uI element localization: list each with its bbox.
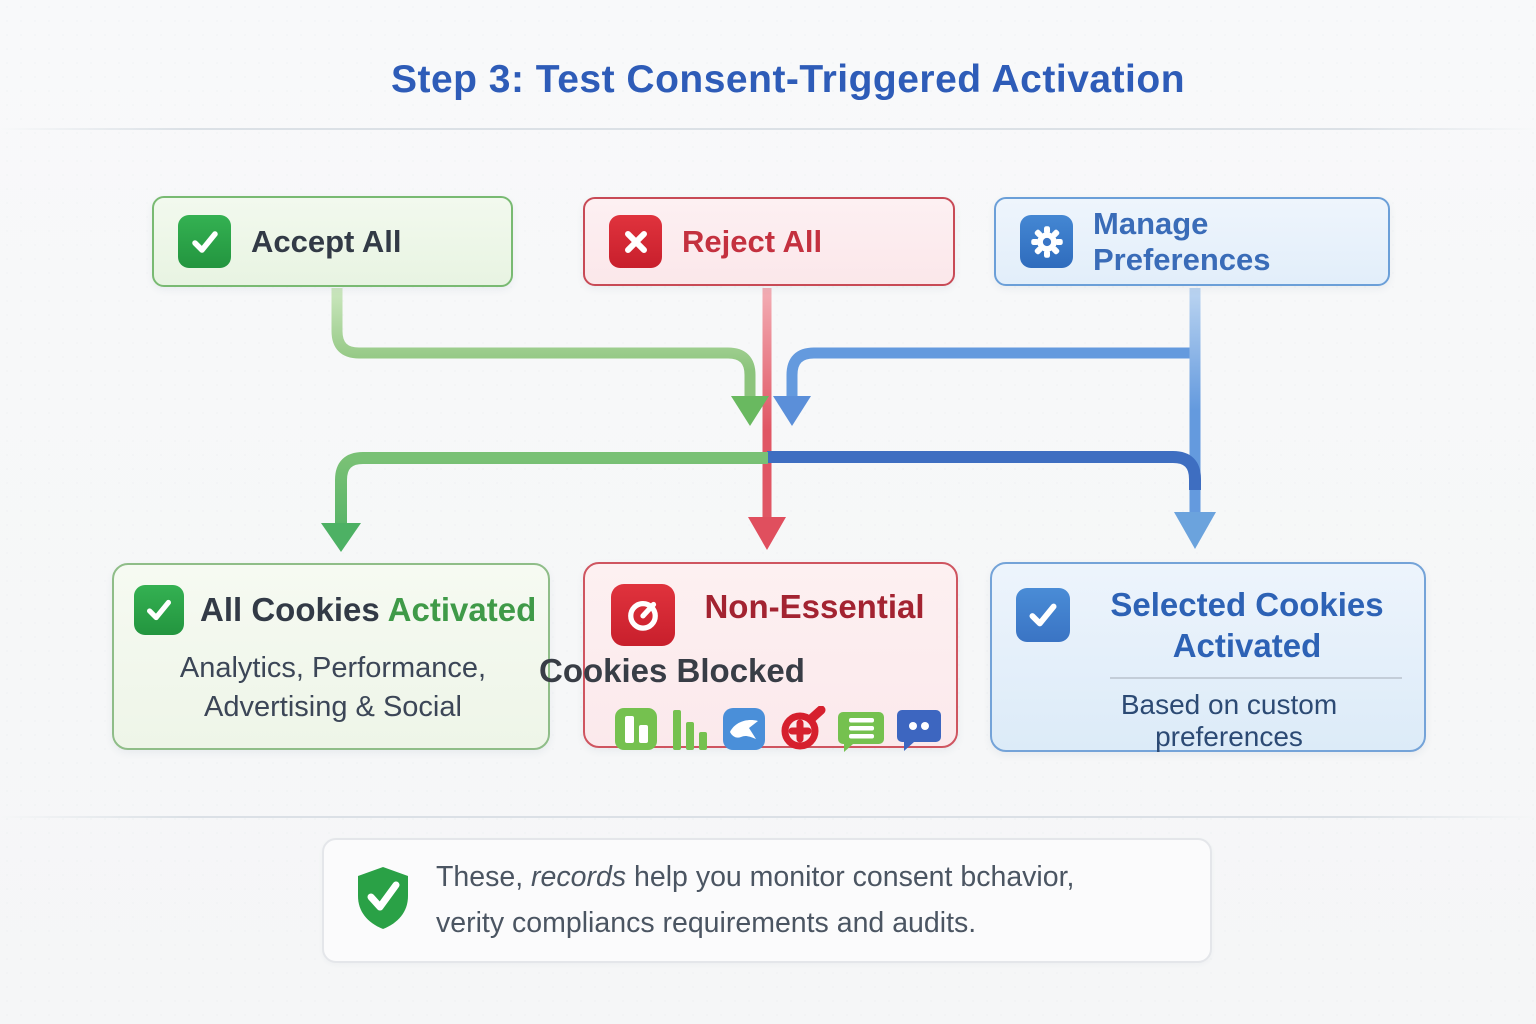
shield-check-icon xyxy=(354,865,412,936)
outcome-title: Selected Cookies Activated xyxy=(1088,584,1406,667)
check-square-icon xyxy=(1016,588,1070,642)
note-text: These, records help you monitor consent … xyxy=(436,855,1074,946)
card-divider xyxy=(1110,676,1402,679)
analytics-bars-icon xyxy=(613,706,659,757)
chat-lines-icon xyxy=(837,706,885,757)
subtitle-line2: Advertising & Social xyxy=(204,691,462,724)
ad-block-icon xyxy=(778,705,826,757)
all-cookies-activated-card: All Cookies Activated Analytics, Perform… xyxy=(112,563,550,750)
outcome-title-line2: Cookies Blocked xyxy=(539,652,805,689)
accept-all-label: Accept All xyxy=(251,223,402,259)
manage-preferences-label: Manage Preferences xyxy=(1093,205,1271,277)
reject-all-button[interactable]: Reject All xyxy=(583,197,955,286)
note-line1-post: help you monitor consent bchavior, xyxy=(626,860,1075,893)
outcome-title-line1: Non-Essential xyxy=(704,588,925,625)
note-line1-italic: records xyxy=(531,860,627,893)
outcome-subtitle: Based on custom preferences xyxy=(1120,688,1338,752)
subtitle-line1: Analytics, Performance, xyxy=(179,652,487,684)
bar-chart-icon xyxy=(670,706,710,757)
divider-middle xyxy=(0,816,1536,818)
outcome-title-line2: Activated xyxy=(1172,627,1322,665)
outcome-subtitle: Analytics, Performance, Advertising & So… xyxy=(134,649,532,727)
manage-preferences-button[interactable]: Manage Preferences xyxy=(994,197,1390,286)
accept-all-button[interactable]: Accept All xyxy=(152,196,513,287)
bird-icon xyxy=(721,706,767,757)
outcome-title-dark: All Cookies xyxy=(200,591,380,628)
blocked-timer-icon xyxy=(611,584,675,646)
chat-dots-icon xyxy=(896,706,942,757)
compliance-note: These, records help you monitor consent … xyxy=(322,838,1212,963)
divider-top xyxy=(0,128,1536,130)
outcome-title: All Cookies Activated xyxy=(200,591,536,629)
gear-icon xyxy=(1020,215,1073,268)
note-line2: verity compliancs requirements and audit… xyxy=(436,906,977,939)
reject-all-label: Reject All xyxy=(682,223,823,259)
page-title: Step 3: Test Consent-Triggered Activatio… xyxy=(390,58,1186,101)
blocked-icons-row xyxy=(613,705,941,757)
selected-cookies-activated-card: Selected Cookies Activated Based on cust… xyxy=(990,562,1426,752)
non-essential-blocked-card: Non-Essential Cookies Blocked xyxy=(539,562,958,752)
note-line1-pre: These, xyxy=(436,860,532,893)
outcome-title-line1: Selected Cookies xyxy=(1110,586,1384,623)
outcome-title-green: Activated xyxy=(387,591,537,628)
check-square-icon xyxy=(134,585,184,635)
check-square-icon xyxy=(178,215,231,268)
x-square-icon xyxy=(609,215,662,268)
